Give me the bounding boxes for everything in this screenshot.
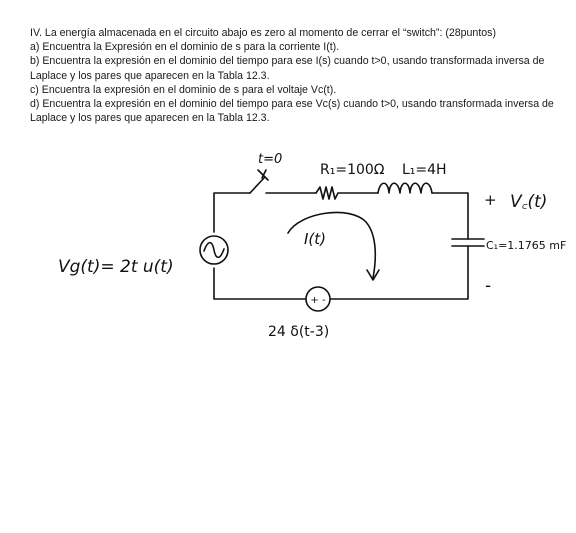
impulse-source: + - (305, 286, 331, 312)
ac-source (199, 235, 229, 265)
wire-bottom-left (213, 267, 307, 300)
item-b: b) Encuentra la expresión en el dominio … (30, 55, 545, 82)
capacitor-label: C₁=1.1765 mF (486, 239, 566, 252)
vc-minus: - (485, 276, 491, 296)
wire-right-lower (329, 245, 469, 300)
capacitor (451, 238, 485, 247)
current-label: I(t) (304, 230, 326, 248)
item-c: c) Encuentra la expresión en el dominio … (30, 83, 337, 96)
problem-text: IV. La energía almacenada en el circuito… (30, 26, 560, 125)
current-arrow (287, 211, 377, 279)
problem-heading: IV. La energía almacenada en el circuito… (30, 27, 496, 39)
wire-top-left (213, 192, 251, 233)
resistor (315, 186, 379, 200)
vc-plus: + (484, 191, 497, 209)
item-a: a) Encuentra la Expresión en el dominio … (30, 41, 340, 54)
impulse-polarity: + - (310, 295, 326, 306)
inductor-label: L₁=4H (402, 162, 447, 178)
current-arrowhead (366, 269, 380, 281)
switch (249, 169, 317, 194)
source-label: Vg(t)= 2t u(t) (58, 257, 174, 277)
item-d: d) Encuentra la expresión en el dominio … (30, 98, 554, 125)
switch-label: t=0 (258, 152, 282, 167)
inductor (377, 182, 433, 194)
impulse-label: 24 δ(t-3) (268, 324, 329, 340)
wire-top-right (431, 192, 469, 240)
vc-label: V꜀(t) (510, 192, 547, 212)
resistor-label: R₁=100Ω (320, 162, 385, 178)
